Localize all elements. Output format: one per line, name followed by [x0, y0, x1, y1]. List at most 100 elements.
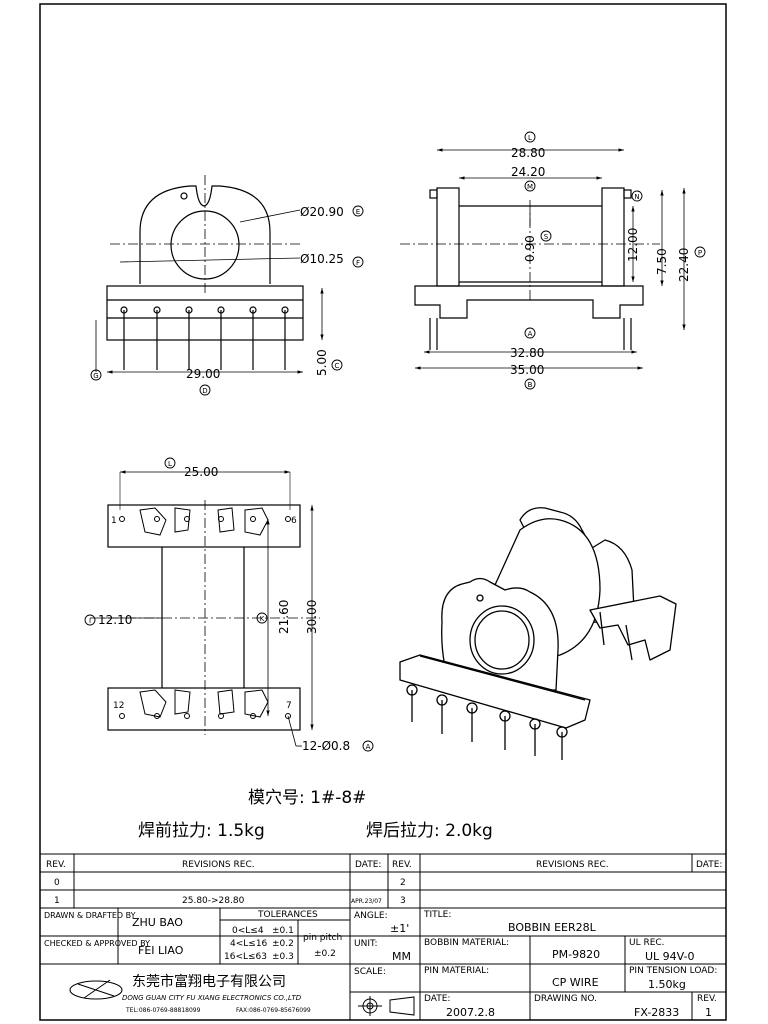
side-core: 0.90 [523, 235, 537, 262]
company-name-en: DONG GUAN CITY FU XIANG ELECTRONICS CO.,… [122, 994, 302, 1002]
front-dia-large: Ø20.90 [300, 205, 344, 219]
marker-front-height: C [335, 362, 340, 370]
tb-ul-label: UL REC. [629, 938, 665, 948]
projection-symbol [358, 996, 415, 1016]
bottom-top-block [107, 504, 301, 548]
tb-checked-by: FEI LIAO [138, 944, 184, 957]
bottom-pin-holes [119, 516, 291, 719]
marker-front-small: F [356, 259, 360, 267]
tb-right-rev-header: REV. [392, 860, 412, 870]
tb-bobbin-material-label: BOBBIN MATERIAL: [424, 938, 509, 948]
tb-row1-rev: 1 [54, 896, 60, 906]
bottom-span: 12.10 [98, 613, 132, 627]
bottom-h2: 30.00 [305, 600, 319, 634]
tb-checked-label: CHECKED & APPROVED BY [44, 939, 150, 948]
marker-front-pin: G [93, 372, 98, 380]
front-core-hole [170, 210, 240, 280]
iso-base-bar [399, 654, 591, 729]
bottom-pin-6: 6 [291, 516, 297, 526]
marker-side-top: L [528, 134, 532, 142]
front-height: 5.00 [315, 349, 329, 376]
tb-title-label: TITLE: [423, 910, 451, 920]
tb-tol-2-value: ±0.3 [272, 952, 294, 962]
marker-bottom-span: I [89, 617, 91, 625]
front-flange-outline [139, 185, 271, 284]
tb-rev: 1 [705, 1006, 712, 1019]
side-right-flange [601, 187, 625, 287]
title-block-grid [39, 853, 727, 1021]
tb-drawing-no-label: DRAWING NO. [534, 994, 597, 1004]
tb-unit: MM [392, 950, 411, 963]
tb-unit-label: UNIT: [354, 939, 378, 949]
tb-pin-material: CP WIRE [552, 976, 599, 989]
side-left-flange [436, 187, 460, 287]
company-tel: TEL:086-0769-88818099 [125, 1007, 201, 1014]
bottom-pin-7: 7 [286, 701, 292, 711]
company-logo [69, 979, 123, 1000]
tb-row1-date: APR.23/07 [351, 898, 382, 905]
tb-pin-tension-label: PIN TENSION LOAD: [629, 966, 717, 976]
tb-date: 2007.2.8 [446, 1006, 495, 1019]
tb-drawing-no: FX-2833 [634, 1006, 679, 1019]
marker-side-total: P [698, 249, 702, 257]
tb-tol-2-range: 16<L≤63 [224, 952, 267, 962]
tb-title: BOBBIN EER28L [508, 921, 597, 934]
bottom-pin-pads [139, 507, 269, 718]
tb-ul: UL 94V-0 [645, 950, 695, 963]
front-view [95, 175, 324, 374]
company-name-cn: 东莞市富翔电子有限公司 [132, 973, 286, 990]
front-base [106, 285, 304, 341]
company-fax: FAX:086-0769-85676099 [236, 1007, 311, 1014]
bottom-pin-1: 1 [111, 516, 117, 526]
side-base [414, 285, 644, 319]
tb-right-row2: 2 [400, 878, 406, 888]
tb-right-row3: 3 [400, 896, 406, 906]
marker-side-flange: N [634, 193, 639, 201]
front-pins [120, 306, 289, 370]
tb-row0-rev: 0 [54, 878, 60, 888]
note-mold-cavity: 模穴号: 1#-8# [248, 788, 366, 808]
tb-drawn-by: ZHU BAO [132, 916, 183, 929]
tb-pin-pitch-label: pin pitch [303, 933, 342, 943]
tb-angle-label: ANGLE: [354, 911, 388, 921]
marker-side-inner: M [527, 183, 533, 191]
iso-pins [406, 684, 568, 760]
tb-tolerances-label: TOLERANCES [257, 910, 318, 920]
side-flange-h2: 7.50 [655, 248, 669, 275]
front-width: 29.00 [186, 367, 220, 381]
tb-angle: ±1' [390, 922, 409, 935]
tb-right-rec-header: REVISIONS REC. [536, 860, 609, 870]
marker-front-width: D [202, 387, 207, 395]
marker-side-base-inner: A [528, 330, 533, 338]
bottom-pins: 12-Ø0.8 [302, 739, 350, 753]
tb-drawn-label: DRAWN & DRAFTED BY [44, 911, 136, 920]
tb-rev-label: REV. [697, 994, 717, 1004]
marker-bottom-h1: K [260, 615, 265, 623]
side-view [400, 148, 686, 370]
bottom-bottom-block [107, 687, 301, 731]
tb-pin-tension: 1.50kg [648, 978, 686, 991]
sheet-border [39, 3, 727, 1021]
tb-bobbin-material: PM-9820 [552, 948, 600, 961]
tb-left-date-header: DATE: [355, 860, 381, 870]
side-overall-top: 28.80 [511, 146, 545, 160]
iso-core-hole [469, 605, 535, 675]
tb-tol-1-range: 4<L≤16 [230, 939, 268, 949]
note-pull-after: 焊后拉力: 2.0kg [366, 821, 493, 841]
side-inner-top: 24.20 [511, 165, 545, 179]
side-total-h: 22.40 [677, 248, 691, 282]
tb-right-date-header: DATE: [696, 860, 722, 870]
front-dia-small: Ø10.25 [300, 252, 344, 266]
side-flange-h1: 12.00 [626, 228, 640, 262]
tb-left-rev-header: REV. [46, 860, 66, 870]
tb-tol-0-range: 0<L≤4 [232, 926, 264, 936]
tb-pin-pitch: ±0.2 [314, 949, 336, 959]
tb-tol-1-value: ±0.2 [272, 939, 294, 949]
tb-scale-label: SCALE: [354, 967, 386, 977]
tb-tol-0-value: ±0.1 [272, 926, 294, 936]
front-small-hole [180, 192, 188, 200]
tb-row1-rec: 25.80->28.80 [182, 896, 245, 906]
bottom-pin-12: 12 [113, 701, 124, 711]
bottom-h1: 21.60 [277, 600, 291, 634]
